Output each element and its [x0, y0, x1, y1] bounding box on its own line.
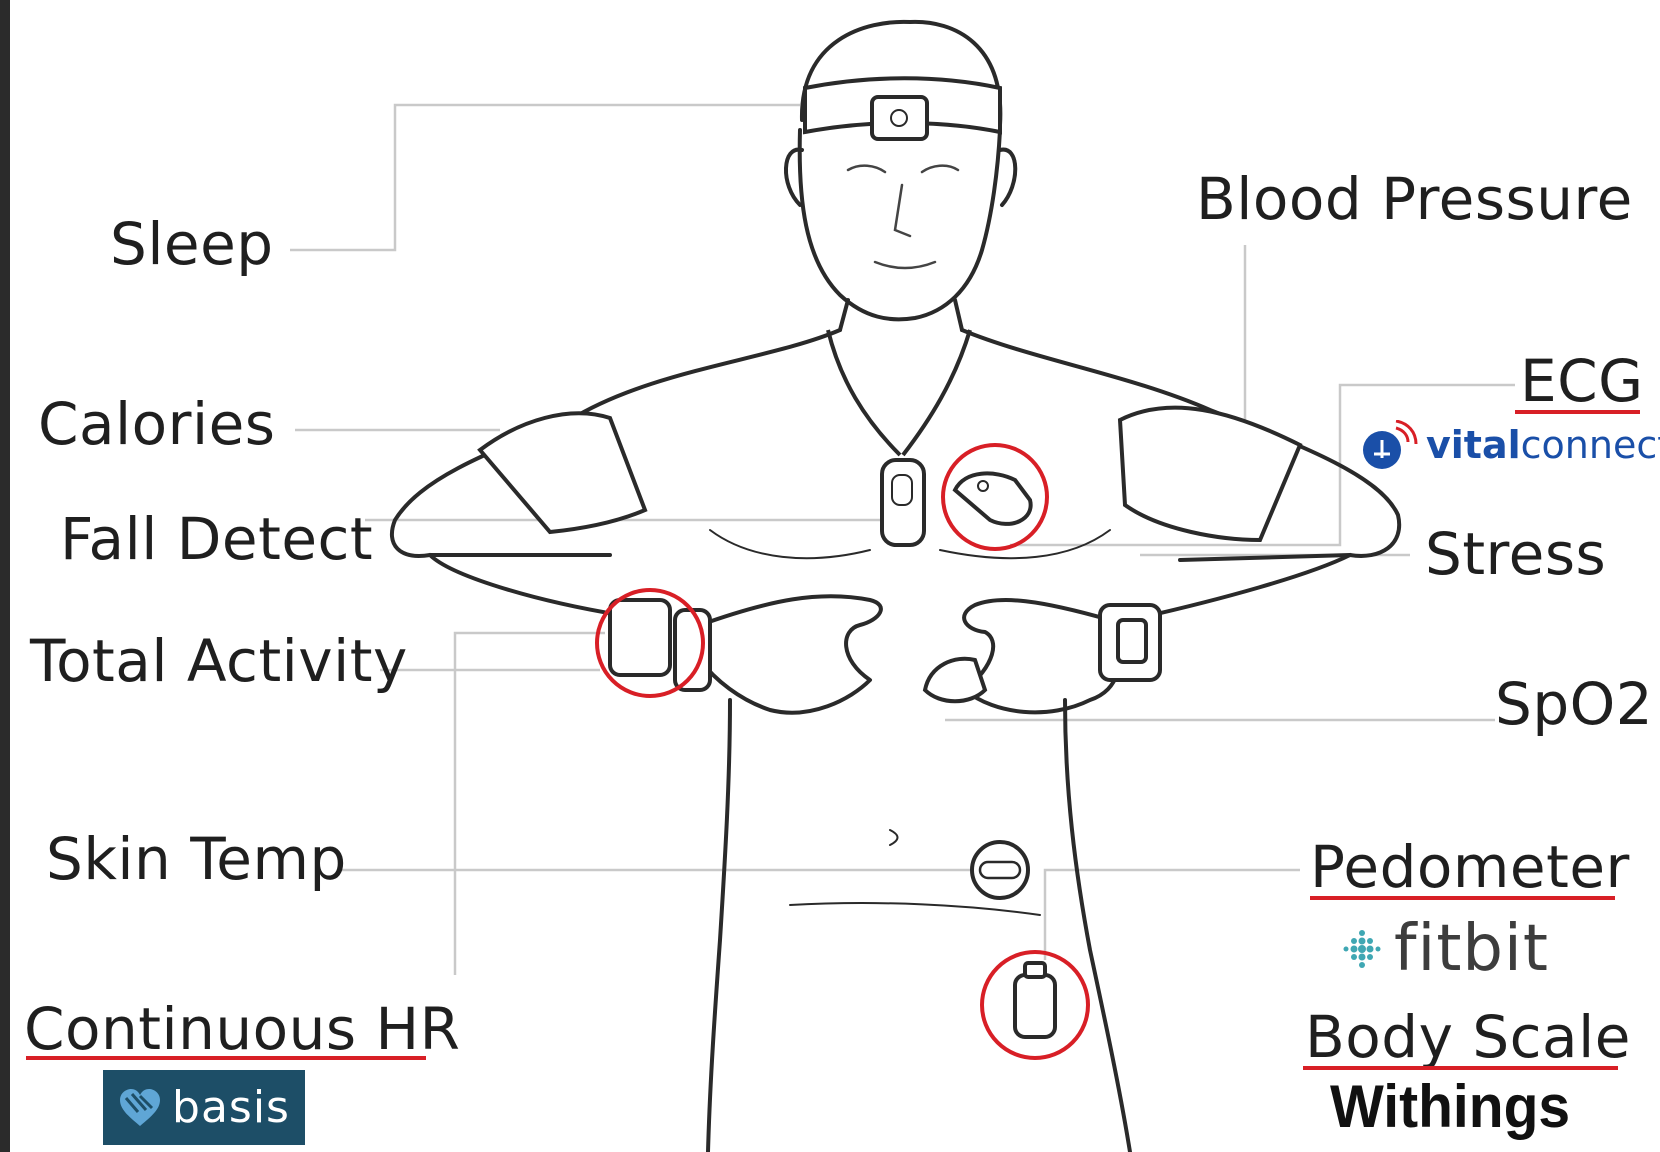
underline-pedometer	[1310, 896, 1615, 900]
label-body-scale: Body Scale	[1305, 1008, 1631, 1066]
headband-device	[805, 78, 1000, 139]
label-sleep: Sleep	[110, 215, 274, 273]
fitbit-dots-icon	[1342, 929, 1382, 969]
label-stress: Stress	[1425, 525, 1606, 583]
label-ecg: ECG	[1520, 352, 1644, 410]
fitbit-logo: fitbit	[1342, 912, 1549, 986]
underline-continuous-hr	[26, 1056, 426, 1060]
ecg-patch	[955, 473, 1031, 523]
fitbit-wordmark: fitbit	[1394, 912, 1549, 986]
underline-ecg	[1515, 410, 1640, 414]
diagram-canvas: Sleep Calories Fall Detect Total Activit…	[10, 0, 1660, 1152]
vitalconnect-wordmark-rest: connect	[1521, 423, 1660, 467]
underline-body-scale	[1303, 1066, 1618, 1070]
leader-continuous-hr	[455, 633, 605, 975]
label-spo2: SpO2	[1495, 675, 1653, 733]
label-calories: Calories	[38, 395, 276, 453]
heart-icon	[118, 1088, 162, 1128]
basis-logo: basis	[103, 1070, 305, 1145]
label-blood-pressure: Blood Pressure	[1196, 170, 1633, 228]
highlight-circles	[597, 445, 1088, 1058]
label-continuous-hr: Continuous HR	[24, 1000, 460, 1058]
label-skin-temp: Skin Temp	[46, 830, 347, 888]
vitalconnect-signal-icon	[1360, 420, 1420, 470]
vitalconnect-logo: vitalconnect	[1360, 420, 1660, 470]
vitalconnect-wordmark-bold: vital	[1426, 423, 1521, 467]
skin-temp-disc	[972, 842, 1028, 898]
basis-wordmark: basis	[172, 1082, 290, 1133]
withings-logo: Withings	[1330, 1072, 1570, 1141]
pedometer-clip	[1015, 963, 1055, 1037]
leader-sleep	[290, 105, 800, 250]
pendant-device	[828, 330, 970, 545]
label-pedometer: Pedometer	[1310, 838, 1630, 896]
label-fall-detect: Fall Detect	[60, 510, 373, 568]
finger-clip-device	[925, 659, 985, 702]
face-details	[848, 166, 958, 268]
label-total-activity: Total Activity	[30, 632, 408, 690]
